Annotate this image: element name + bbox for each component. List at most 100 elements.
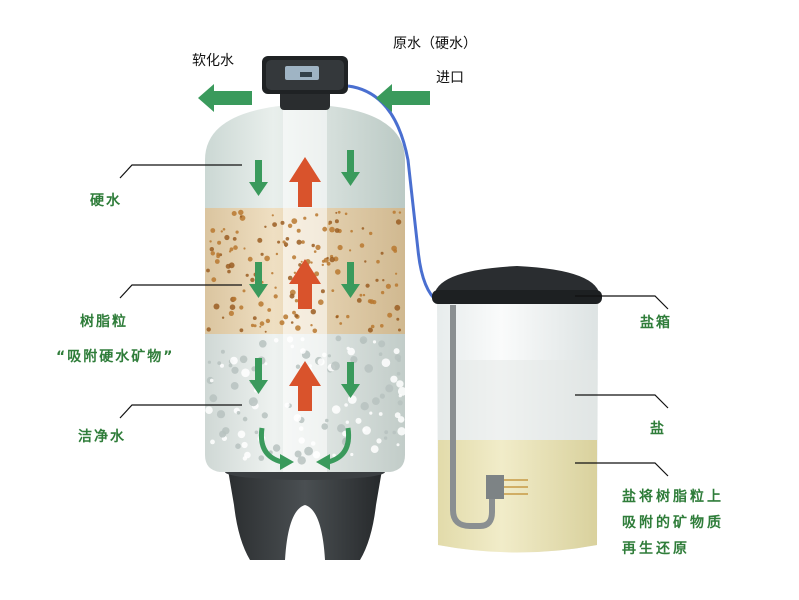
water-bubble bbox=[230, 356, 238, 365]
resin-bead bbox=[331, 289, 335, 292]
water-bubble bbox=[398, 394, 402, 398]
resin-bead bbox=[273, 294, 278, 299]
resin-bead bbox=[318, 299, 324, 306]
resin-bead bbox=[315, 213, 319, 217]
resin-bead bbox=[220, 230, 223, 233]
water-bubble bbox=[372, 340, 377, 344]
water-bubble bbox=[219, 430, 227, 438]
resin-bead bbox=[300, 260, 303, 263]
water-bubble bbox=[350, 356, 358, 364]
label-hard-water: 硬水 bbox=[90, 193, 122, 209]
water-bubble bbox=[231, 366, 239, 374]
water-bubble bbox=[330, 361, 340, 371]
water-bubble bbox=[264, 362, 268, 366]
water-bubble bbox=[396, 371, 401, 376]
resin-bead bbox=[387, 312, 393, 318]
resin-bead bbox=[334, 228, 340, 233]
resin-bead bbox=[232, 237, 237, 241]
resin-bead bbox=[337, 244, 343, 251]
water-bubble bbox=[337, 424, 346, 433]
resin-bead bbox=[356, 298, 362, 303]
resin-bead bbox=[321, 263, 324, 267]
water-bubble bbox=[394, 354, 402, 361]
water-bubble bbox=[261, 412, 268, 419]
resin-bead bbox=[361, 227, 365, 230]
resin-bead bbox=[346, 314, 350, 319]
water-bubble bbox=[381, 358, 391, 368]
resin-bead bbox=[334, 219, 339, 224]
water-bubble bbox=[300, 348, 306, 354]
water-bubble bbox=[362, 428, 366, 432]
raw-water-inlet-arrow bbox=[376, 84, 430, 112]
label-brine-tank: 盐箱 bbox=[640, 315, 672, 331]
water-bubble bbox=[241, 368, 250, 378]
water-bubble bbox=[384, 430, 389, 435]
resin-bead bbox=[394, 304, 401, 311]
water-bubble bbox=[300, 337, 305, 342]
resin-bead bbox=[385, 283, 391, 289]
resin-bead bbox=[287, 275, 293, 281]
resin-bead bbox=[398, 211, 402, 214]
resin-bead bbox=[349, 249, 352, 252]
water-bubble bbox=[397, 427, 405, 436]
resin-bead bbox=[292, 255, 297, 260]
resin-bead bbox=[359, 243, 365, 248]
resin-bead bbox=[314, 271, 320, 277]
resin-bead bbox=[380, 251, 384, 255]
tank-base bbox=[225, 464, 385, 560]
resin-bead bbox=[339, 322, 343, 325]
resin-bead bbox=[206, 327, 211, 332]
water-bubble bbox=[298, 437, 305, 444]
resin-bead bbox=[312, 328, 318, 334]
water-bubble bbox=[397, 387, 405, 396]
resin-bead bbox=[214, 259, 220, 264]
resin-bead bbox=[322, 226, 328, 232]
resin-bead bbox=[239, 215, 243, 218]
label-inlet: 进口 bbox=[436, 70, 464, 86]
water-bubble bbox=[239, 355, 248, 364]
water-bubble bbox=[335, 335, 342, 342]
resin-bead bbox=[224, 234, 230, 241]
resin-bead bbox=[290, 321, 294, 324]
resin-bead bbox=[326, 256, 329, 260]
water-bubble bbox=[369, 411, 373, 415]
resin-bead bbox=[382, 279, 385, 282]
resin-bead bbox=[252, 316, 257, 320]
resin-bead bbox=[395, 219, 402, 225]
resin-bead bbox=[280, 220, 285, 225]
resin-bead bbox=[398, 328, 401, 332]
resin-bead bbox=[328, 222, 331, 226]
resin-bead bbox=[250, 277, 255, 283]
resin-bead bbox=[283, 242, 289, 247]
water-bubble bbox=[370, 445, 379, 453]
resin-bead bbox=[216, 252, 220, 256]
water-bubble bbox=[217, 361, 222, 365]
resin-bead bbox=[310, 309, 316, 315]
resin-bead bbox=[260, 252, 264, 256]
water-bubble bbox=[347, 347, 356, 356]
water-bubble bbox=[241, 441, 248, 449]
resin-bead bbox=[311, 243, 315, 248]
resin-bead bbox=[364, 260, 367, 263]
resin-bead bbox=[211, 277, 217, 283]
resin-bead bbox=[253, 324, 257, 328]
resin-bead bbox=[275, 252, 279, 256]
resin-bead bbox=[267, 308, 272, 312]
resin-bead bbox=[210, 251, 215, 256]
water-bubble bbox=[272, 444, 281, 452]
resin-bead bbox=[227, 269, 231, 274]
water-bubble bbox=[378, 340, 386, 348]
resin-bead bbox=[380, 324, 384, 328]
resin-bead bbox=[335, 269, 341, 275]
resin-bead bbox=[239, 328, 244, 333]
resin-bead bbox=[257, 237, 263, 243]
resin-bead bbox=[365, 283, 370, 288]
resin-bead bbox=[329, 256, 335, 263]
turn-arrow-heads bbox=[280, 454, 330, 470]
water-bubble bbox=[248, 397, 258, 407]
brine-tube bbox=[450, 305, 495, 529]
water-bubble bbox=[332, 453, 336, 458]
resin-bead bbox=[380, 290, 385, 295]
resin-bead bbox=[359, 293, 363, 297]
label-salt: 盐 bbox=[650, 421, 666, 437]
